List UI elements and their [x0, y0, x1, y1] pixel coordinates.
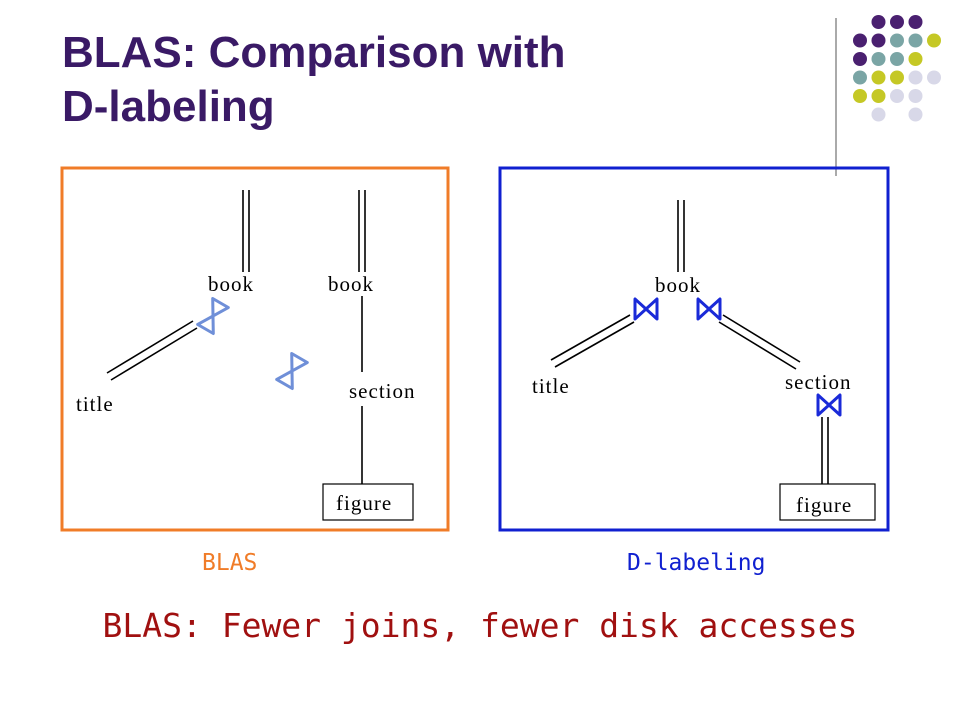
- blas-node-book-left: book: [208, 272, 254, 296]
- dlabel-join-icon-left: [633, 297, 659, 321]
- decorative-dot: [927, 33, 941, 48]
- decorative-dot: [853, 89, 867, 103]
- blas-caption: BLAS: [202, 550, 257, 576]
- blas-node-figure: figure: [336, 491, 392, 515]
- dlabel-node-figure: figure: [796, 493, 852, 517]
- decorative-dot: [853, 70, 867, 85]
- decorative-dot: [871, 52, 886, 66]
- decorative-dot: [890, 15, 904, 29]
- dlabel-join-icon-lower: [816, 393, 842, 417]
- dlabel-figure-box: [779, 483, 876, 521]
- dlabel-section-edge-b: [718, 321, 797, 370]
- decorative-dot: [908, 52, 923, 66]
- decorative-dot: [908, 89, 923, 103]
- decorative-dot: [871, 33, 886, 48]
- blas-node-section: section: [349, 379, 415, 403]
- decorative-dot: [890, 33, 904, 48]
- blas-node-book-right: book: [328, 272, 374, 296]
- blas-join-icon-lower: [275, 352, 309, 390]
- dlabel-title-edge-b: [554, 321, 635, 368]
- decorative-dot: [927, 70, 941, 85]
- dlabel-section-edge-a: [722, 314, 801, 363]
- dlabel-panel: book title section figure D-labeling: [498, 166, 890, 576]
- decorative-dot: [871, 70, 886, 85]
- decorative-dot: [871, 89, 886, 103]
- blas-panel: book book title section figure BLAS: [60, 166, 450, 576]
- slide-title: BLAS: Comparison with D-labeling: [62, 26, 762, 134]
- decorative-dot: [890, 70, 904, 85]
- decorative-dot: [890, 89, 904, 103]
- dlabel-panel-frame: [498, 166, 890, 532]
- decorative-dot-grid: [853, 15, 941, 122]
- blas-panel-frame: [60, 166, 450, 532]
- blas-join-icon-upper: [196, 297, 230, 335]
- dlabel-caption: D-labeling: [627, 550, 765, 576]
- decorative-dot: [853, 52, 867, 66]
- blas-figure-box: [322, 483, 414, 521]
- takeaway-text: BLAS: Fewer joins, fewer disk accesses: [102, 606, 858, 645]
- decorative-dot: [890, 52, 904, 66]
- dlabel-title-edge-a: [550, 314, 631, 361]
- slide-title-line-1: BLAS: Comparison with: [62, 28, 566, 77]
- slide-title-line-2: D-labeling: [62, 82, 275, 131]
- decorative-dot: [871, 107, 886, 122]
- blas-title-edge-a: [106, 320, 194, 374]
- decorative-dot: [908, 107, 923, 122]
- blas-title-edge-b: [110, 327, 198, 381]
- blas-node-title: title: [76, 392, 114, 416]
- dlabel-node-section: section: [785, 370, 851, 394]
- dlabel-node-book: book: [655, 273, 701, 297]
- dlabel-node-title: title: [532, 374, 570, 398]
- decorative-dot: [908, 70, 923, 85]
- dlabel-join-icon-right: [696, 297, 722, 321]
- decorative-dot: [908, 33, 923, 48]
- decorative-dot: [853, 33, 867, 48]
- decorative-dot: [871, 15, 886, 29]
- decorative-dot: [908, 15, 923, 29]
